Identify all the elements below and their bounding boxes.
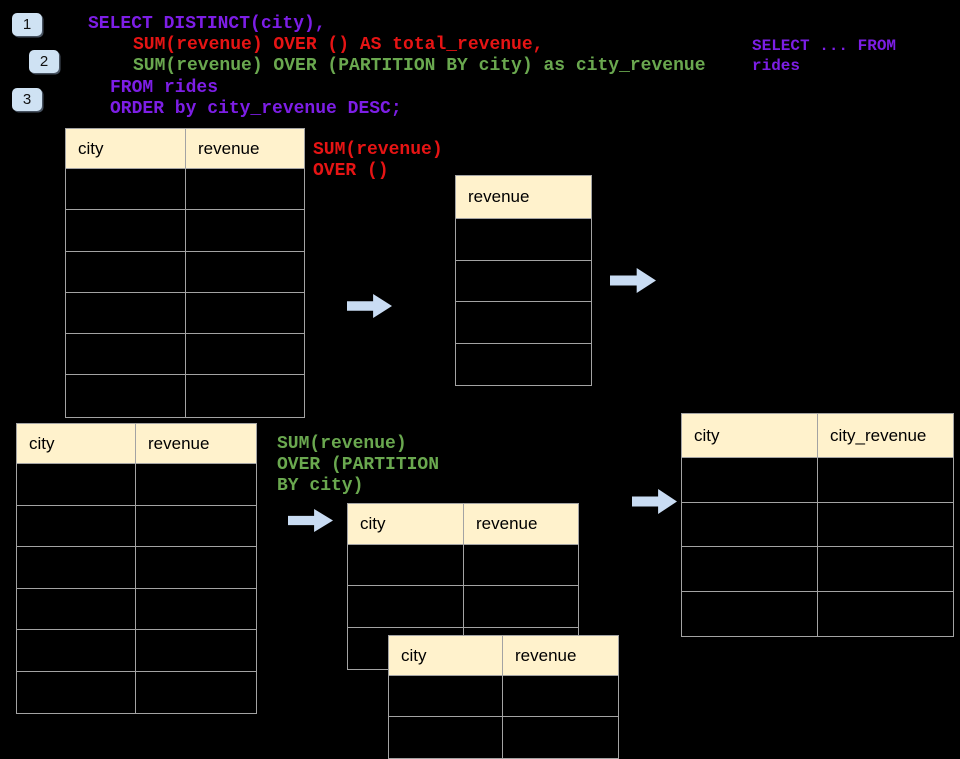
table-cell bbox=[66, 169, 186, 211]
sql-line-from: FROM rides bbox=[110, 78, 219, 98]
table-cell bbox=[682, 547, 818, 592]
table-cell bbox=[17, 588, 136, 630]
table-cell bbox=[503, 676, 618, 717]
table-revenue-only: revenue bbox=[455, 175, 592, 386]
table-cell bbox=[17, 464, 136, 506]
table-header-cell: city_revenue bbox=[818, 414, 953, 458]
table-cell bbox=[682, 591, 818, 636]
table-cell bbox=[464, 545, 578, 587]
table-cell bbox=[456, 302, 591, 344]
table-cell bbox=[456, 344, 591, 386]
table-header-cell: city bbox=[348, 504, 464, 545]
table-cell bbox=[136, 464, 256, 506]
step-badge-1: 1 bbox=[12, 13, 42, 36]
table-header-cell: revenue bbox=[464, 504, 578, 545]
table-cell bbox=[348, 545, 464, 587]
table-header-cell: revenue bbox=[186, 129, 304, 169]
table-cell bbox=[186, 210, 304, 252]
arrow-right-icon bbox=[632, 489, 677, 514]
table-header-cell: city bbox=[389, 636, 503, 676]
table-cell bbox=[136, 506, 256, 547]
table-cell bbox=[682, 502, 818, 547]
table-header-cell: revenue bbox=[456, 176, 591, 219]
table-cell bbox=[66, 292, 186, 335]
table-cell bbox=[17, 671, 136, 713]
table-cell bbox=[186, 334, 304, 376]
table-header-cell: city bbox=[66, 129, 186, 169]
table-cell bbox=[186, 375, 304, 416]
table-header-cell: revenue bbox=[136, 424, 256, 464]
step-badge-3: 3 bbox=[12, 88, 42, 111]
slide-canvas: { "colors": { "purple": "#7d1ee6", "red"… bbox=[12, 13, 954, 759]
table-cell bbox=[136, 589, 256, 630]
table-cell bbox=[456, 261, 591, 302]
arrow-right-icon bbox=[610, 268, 656, 293]
sql-line-sum-total: SUM(revenue) OVER () AS total_revenue, bbox=[133, 35, 544, 55]
table-cell bbox=[503, 717, 618, 758]
table-cell bbox=[818, 458, 953, 503]
table-cell bbox=[464, 586, 578, 628]
sql-line-select: SELECT DISTINCT(city), bbox=[88, 14, 326, 34]
table-cell bbox=[66, 334, 186, 376]
table-header-cell: city bbox=[17, 424, 136, 464]
table-cell bbox=[186, 293, 304, 335]
table-cell bbox=[17, 630, 136, 672]
sql-line-order-by: ORDER by city_revenue DESC; bbox=[110, 99, 402, 119]
annotation-sum-over-partition: SUM(revenue) OVER (PARTITION BY city) bbox=[277, 434, 440, 496]
table-cell bbox=[136, 547, 256, 589]
table-header-cell: revenue bbox=[503, 636, 618, 676]
table-header-cell: city bbox=[682, 414, 818, 458]
table-cell bbox=[186, 169, 304, 211]
table-cell bbox=[186, 252, 304, 293]
table-cell bbox=[818, 547, 953, 592]
table-cell bbox=[682, 458, 818, 503]
table-cell bbox=[136, 672, 256, 714]
table-cell bbox=[818, 503, 953, 547]
table-cell bbox=[136, 630, 256, 672]
table-cell bbox=[17, 547, 136, 589]
table-cell bbox=[17, 505, 136, 547]
table-cell bbox=[66, 251, 186, 293]
table-cell bbox=[66, 375, 186, 417]
table-cell bbox=[456, 219, 591, 261]
table-cell bbox=[389, 676, 503, 717]
annotation-sum-over-empty: SUM(revenue) OVER () bbox=[313, 140, 443, 181]
side-note-select-from-rides: SELECT ... FROM rides bbox=[752, 37, 897, 75]
table-cell bbox=[818, 592, 953, 637]
step-badge-2: 2 bbox=[29, 50, 59, 73]
table-cell bbox=[66, 210, 186, 252]
arrow-right-icon bbox=[288, 509, 333, 532]
table-cell bbox=[389, 717, 503, 758]
table-cell bbox=[348, 586, 464, 628]
sql-line-sum-partition: SUM(revenue) OVER (PARTITION BY city) as… bbox=[133, 56, 706, 76]
arrow-right-icon bbox=[347, 294, 392, 318]
